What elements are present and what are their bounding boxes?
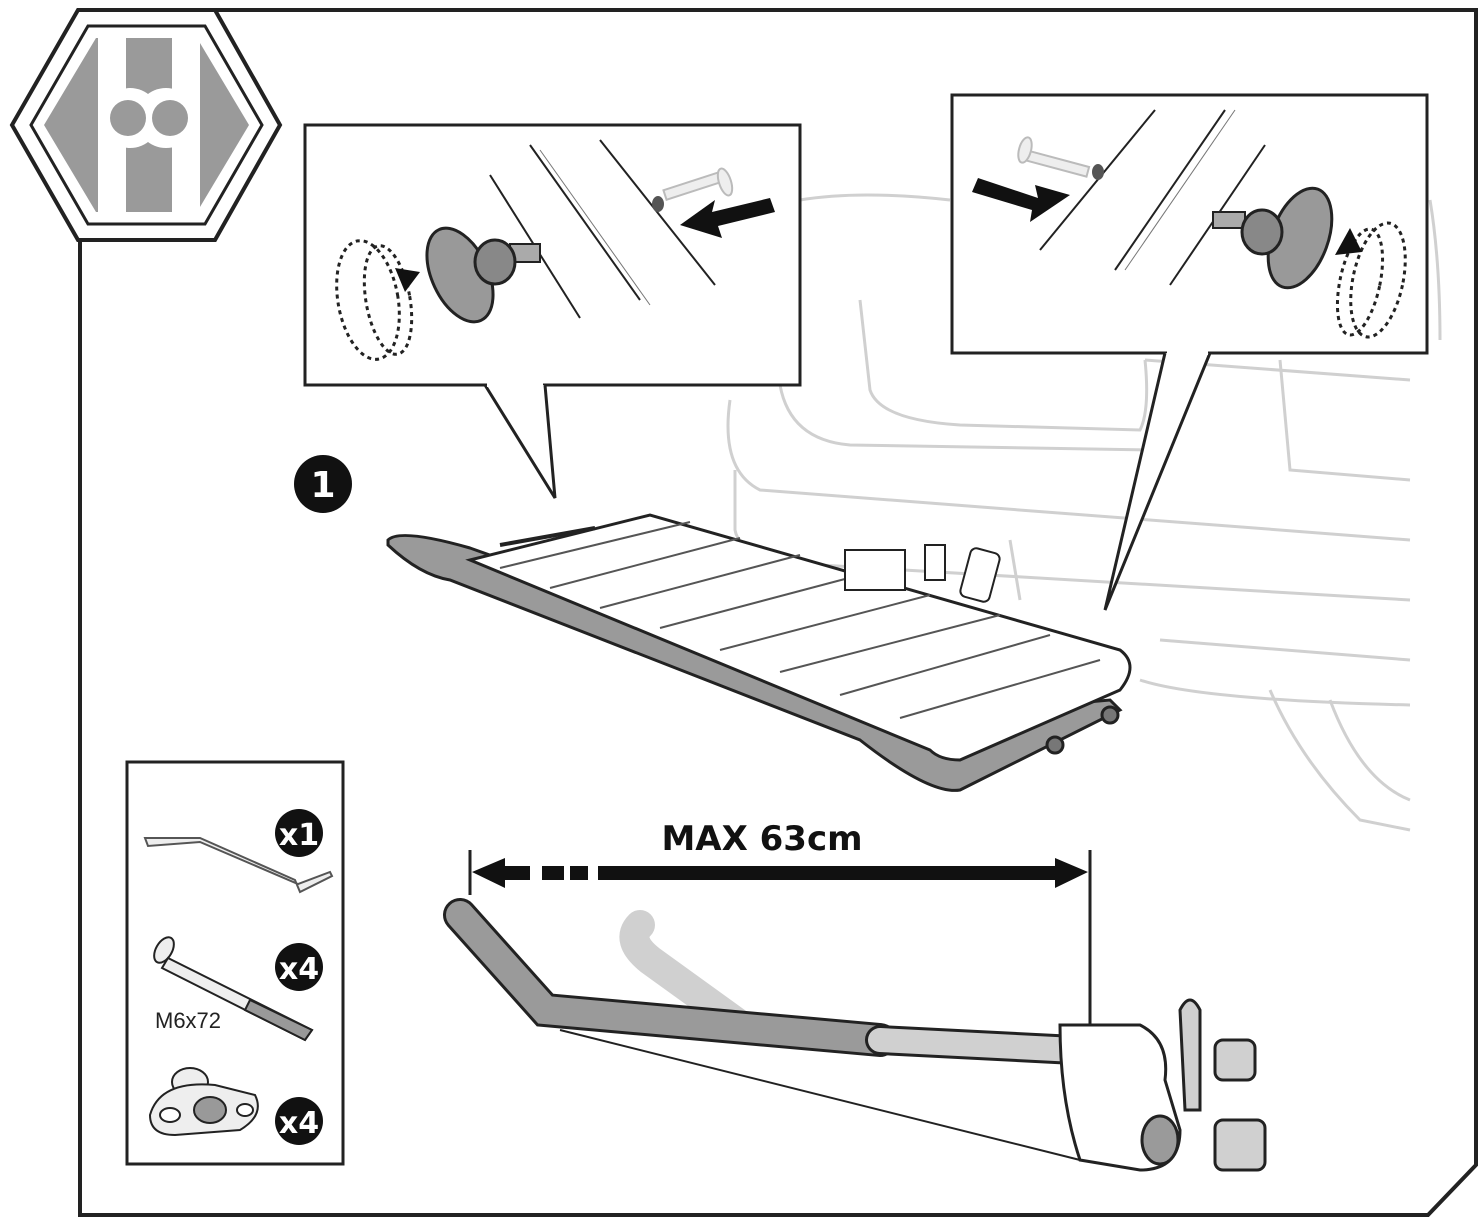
extension-arm xyxy=(443,898,1267,1172)
callout-right xyxy=(950,93,1429,611)
carriage-bolt-icon xyxy=(153,936,314,1042)
max-length-dimension: MAX 63cm xyxy=(468,819,1092,1030)
page-frame xyxy=(78,8,1478,1217)
bolt-ghost xyxy=(662,167,734,202)
carrier-platform xyxy=(386,513,1132,792)
qty-wing-knob: x4 xyxy=(279,1106,319,1141)
bolt-ghost-right xyxy=(1017,136,1091,178)
step-number: 1 xyxy=(310,465,335,506)
rotate-counterclockwise-icon xyxy=(335,239,420,361)
two-person-assembly-icon xyxy=(9,8,283,242)
qty-carriage-bolt: x4 xyxy=(279,952,319,987)
wing-knob-illustration xyxy=(425,226,541,324)
max-length-label: MAX 63cm xyxy=(661,819,862,859)
bolt-size-label: M6x72 xyxy=(155,1008,221,1033)
callout-left xyxy=(303,123,802,499)
hex-key-tool-icon xyxy=(143,837,334,894)
parts-list-box: x1 x4 M6x72 x4 xyxy=(125,760,345,1166)
wing-knob-icon xyxy=(148,1067,259,1137)
qty-hex-key: x1 xyxy=(279,818,319,853)
push-arrow-icon xyxy=(680,198,775,238)
wing-knob-illustration xyxy=(1212,186,1334,290)
push-arrow-icon xyxy=(972,178,1070,222)
step-number-badge: 1 xyxy=(294,455,352,513)
